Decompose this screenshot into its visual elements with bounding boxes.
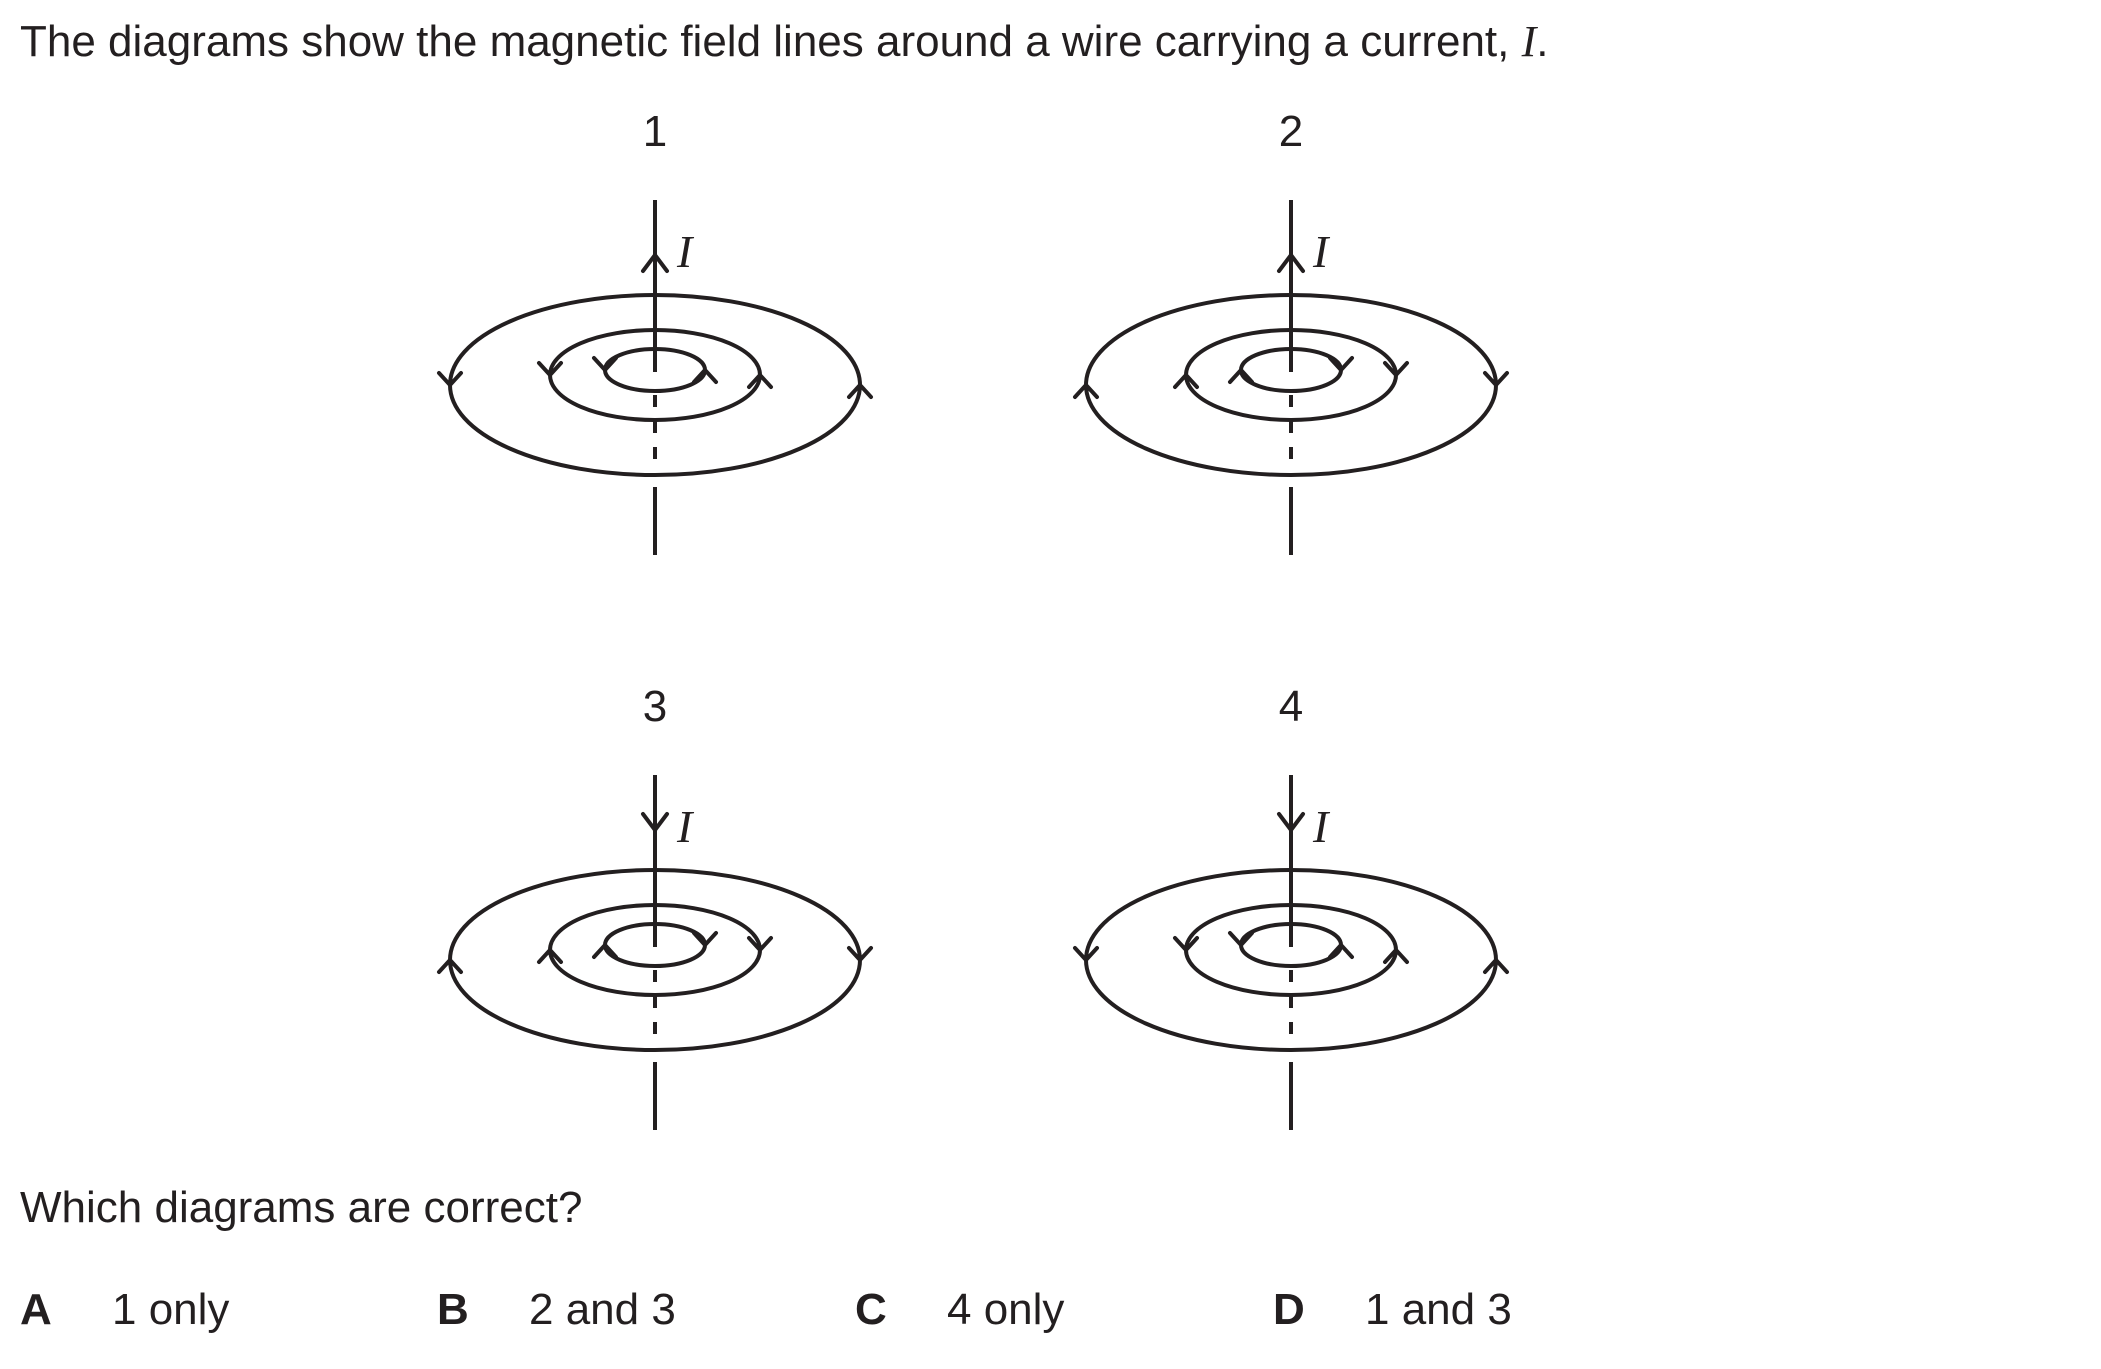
diagram-1: 1I xyxy=(437,107,873,555)
diagram-3: 3I xyxy=(437,682,873,1130)
field-arrow-left-1-icon xyxy=(1073,946,1099,962)
option-d[interactable]: D 1 and 3 xyxy=(1273,1280,1512,1340)
question-text: The diagrams show the magnetic field lin… xyxy=(20,12,1549,72)
option-a[interactable]: A 1 only xyxy=(20,1280,229,1340)
diagram-label: 3 xyxy=(643,682,667,731)
option-b[interactable]: B 2 and 3 xyxy=(437,1280,676,1340)
field-arrow-left-3-icon xyxy=(592,943,618,959)
field-arrow-right-1-icon xyxy=(1483,371,1509,387)
field-arrow-right-1-icon xyxy=(1483,958,1509,974)
diagram-label: 2 xyxy=(1279,107,1303,156)
current-label: I xyxy=(676,801,695,852)
field-arrow-right-2-icon xyxy=(747,936,773,952)
field-arrow-right-3-icon xyxy=(692,368,718,384)
diagram-4: 4I xyxy=(1073,682,1509,1130)
field-arrow-left-1-icon xyxy=(437,958,463,974)
current-symbol: I xyxy=(1521,17,1537,66)
field-arrow-right-2-icon xyxy=(747,373,773,389)
field-arrow-left-2-icon xyxy=(537,361,563,377)
field-arrow-left-2-icon xyxy=(1173,936,1199,952)
field-arrow-left-3-icon xyxy=(1228,931,1254,947)
field-arrow-right-2-icon xyxy=(1383,948,1409,964)
option-a-text: 1 only xyxy=(112,1285,230,1334)
field-arrow-right-2-icon xyxy=(1383,361,1409,377)
prompt-text: Which diagrams are correct? xyxy=(20,1183,583,1232)
diagram-label: 4 xyxy=(1279,682,1303,731)
option-c-text: 4 only xyxy=(947,1285,1065,1334)
current-arrow-down-icon xyxy=(641,812,669,832)
diagram-2: 2I xyxy=(1073,107,1509,555)
field-arrow-right-3-icon xyxy=(1328,356,1354,372)
field-arrow-right-3-icon xyxy=(692,931,718,947)
field-arrow-right-1-icon xyxy=(847,946,873,962)
current-label: I xyxy=(1312,801,1331,852)
field-arrow-left-3-icon xyxy=(592,356,618,372)
field-arrow-right-1-icon xyxy=(847,383,873,399)
option-c[interactable]: C 4 only xyxy=(855,1280,1064,1340)
current-label: I xyxy=(676,226,695,277)
current-arrow-up-icon xyxy=(641,253,669,273)
option-b-letter: B xyxy=(437,1285,469,1334)
current-arrow-up-icon xyxy=(1277,253,1305,273)
option-d-text: 1 and 3 xyxy=(1365,1285,1512,1334)
field-arrow-left-2-icon xyxy=(1173,373,1199,389)
field-arrow-left-1-icon xyxy=(437,371,463,387)
field-arrow-left-2-icon xyxy=(537,948,563,964)
field-arrow-left-1-icon xyxy=(1073,383,1099,399)
question-lead: The diagrams show the magnetic field lin… xyxy=(20,17,1522,66)
option-a-letter: A xyxy=(20,1285,52,1334)
question-end: . xyxy=(1536,17,1549,66)
option-c-letter: C xyxy=(855,1285,887,1334)
current-arrow-down-icon xyxy=(1277,812,1305,832)
current-label: I xyxy=(1312,226,1331,277)
option-d-letter: D xyxy=(1273,1285,1305,1334)
option-b-text: 2 and 3 xyxy=(529,1285,676,1334)
field-arrow-right-3-icon xyxy=(1328,943,1354,959)
field-arrow-left-3-icon xyxy=(1228,368,1254,384)
diagram-label: 1 xyxy=(643,107,667,156)
